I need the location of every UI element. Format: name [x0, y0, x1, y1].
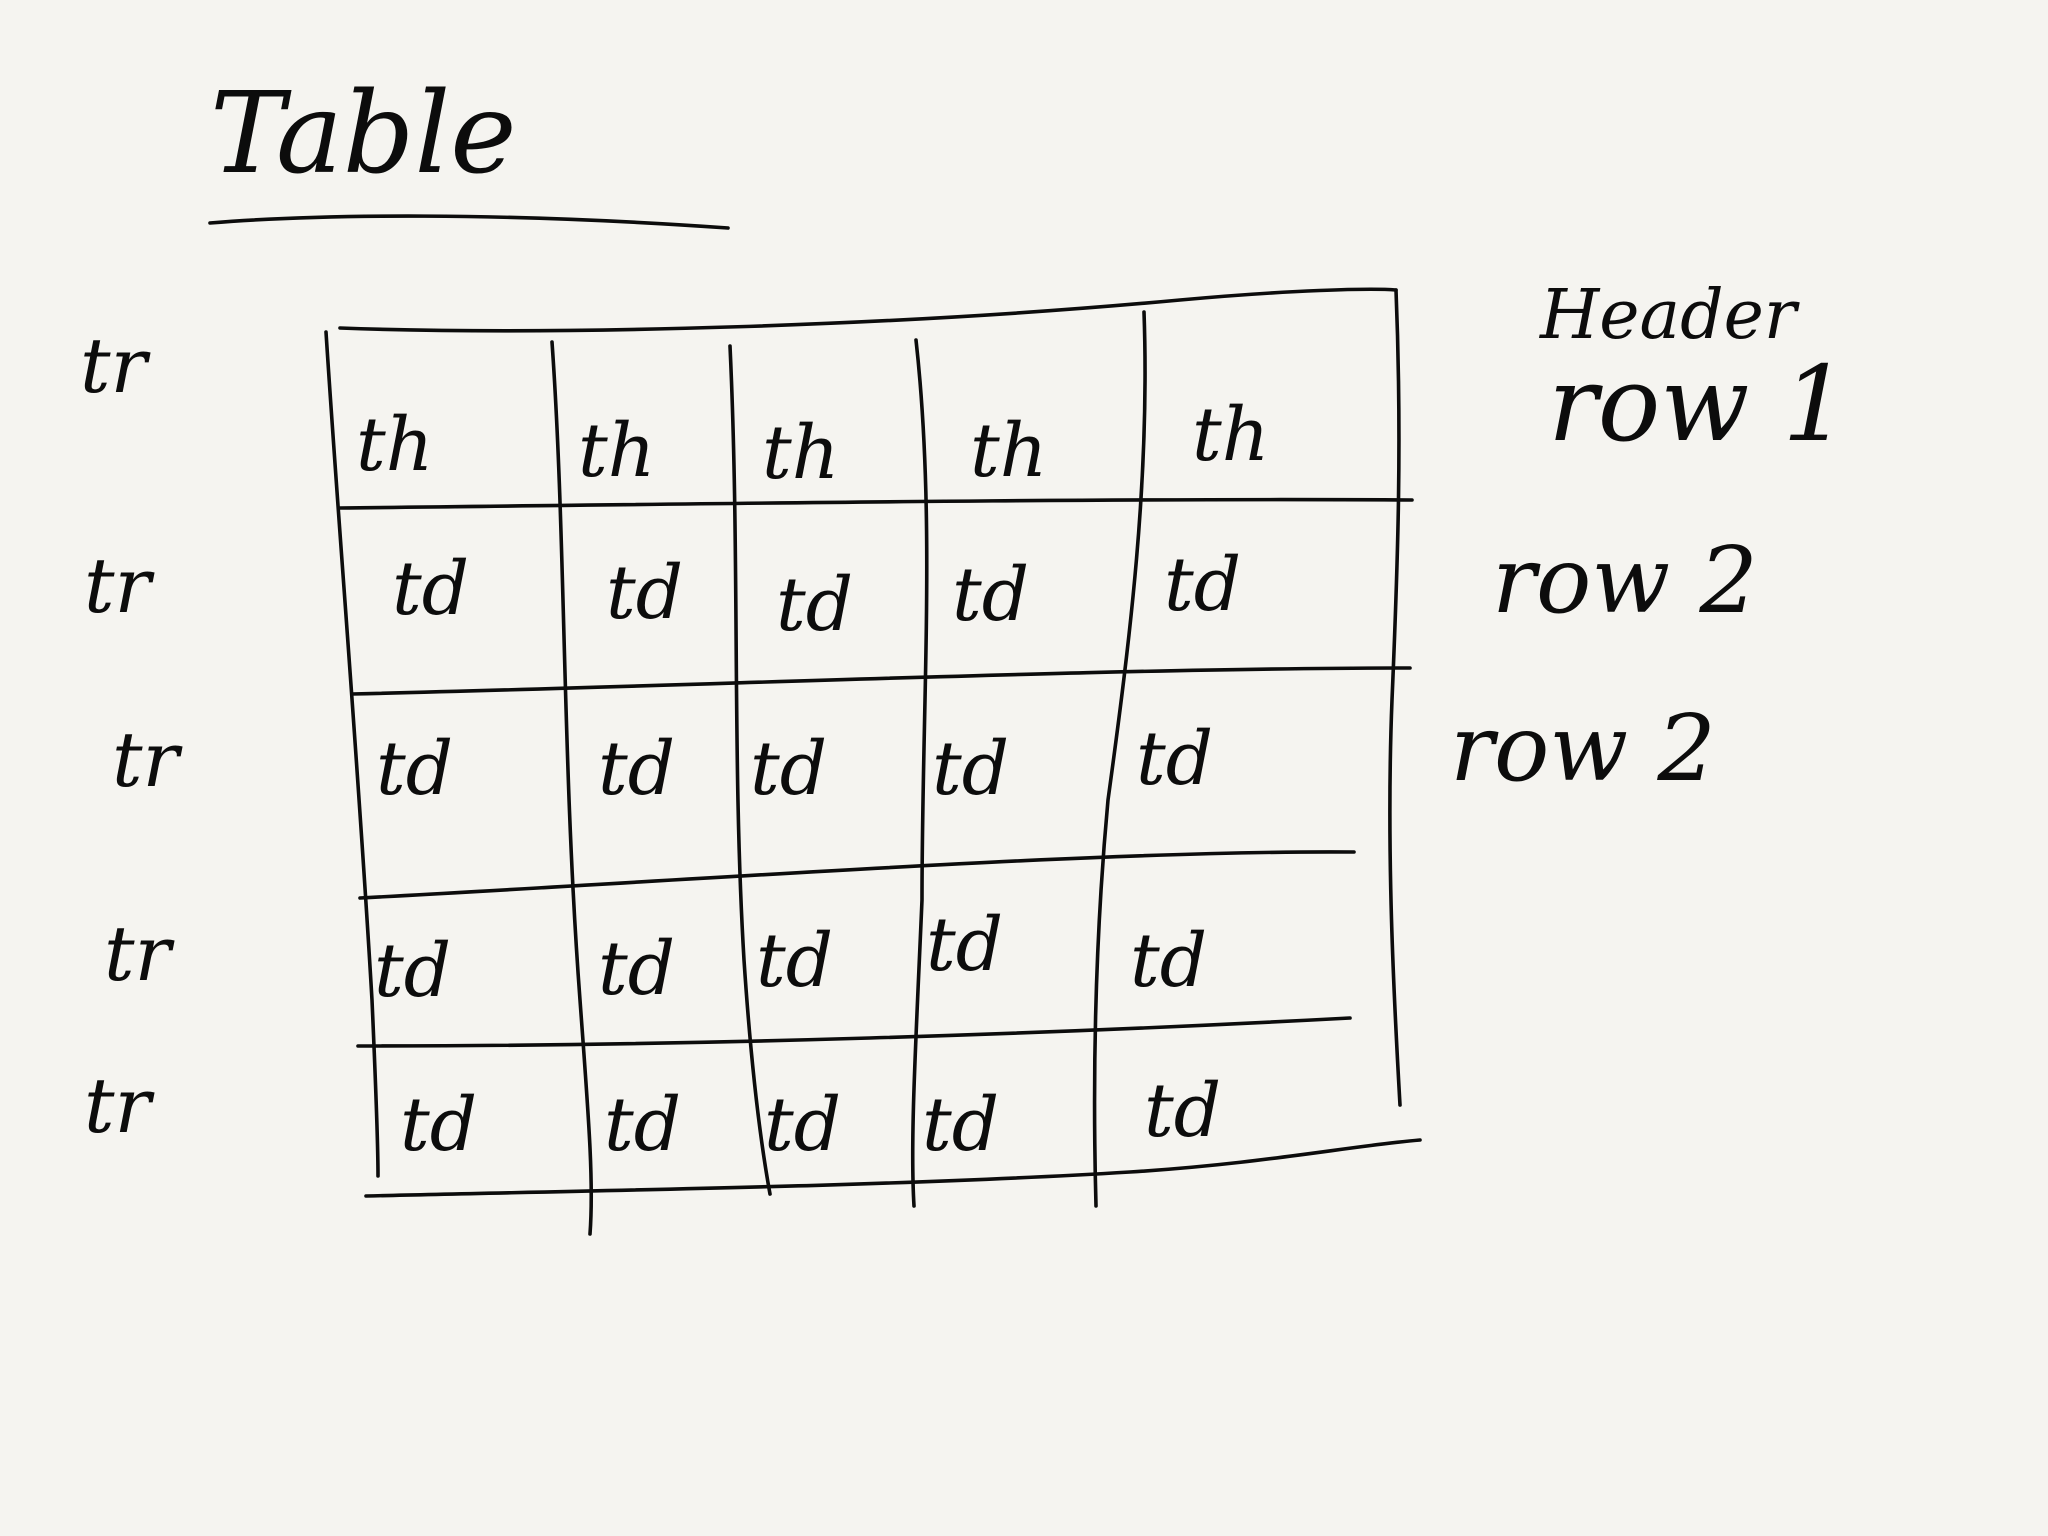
- data-cell: td: [1164, 542, 1241, 628]
- header-cell: th: [762, 410, 839, 496]
- data-cell: td: [604, 1082, 681, 1168]
- row-separator-1: [338, 497, 1414, 510]
- data-cell: td: [376, 726, 453, 812]
- data-cell: td: [606, 550, 683, 636]
- row-separator-2: [350, 666, 1412, 696]
- column-separator-1: [550, 340, 594, 1236]
- column-separator-2: [728, 344, 772, 1196]
- row-annotations: Header row 1 row 2 row 2: [1450, 276, 1849, 802]
- data-cell: td: [1130, 918, 1207, 1004]
- column-separator-3: [910, 338, 929, 1208]
- header-cell: th: [578, 408, 655, 494]
- data-cell: td: [392, 546, 469, 632]
- table-body-row: td td td td td: [400, 1068, 1221, 1168]
- data-cell: td: [922, 1082, 999, 1168]
- row-marker: tr: [104, 909, 176, 998]
- header-annotation: Header: [1538, 276, 1800, 355]
- row-marker: tr: [112, 715, 184, 804]
- data-cell: td: [756, 918, 833, 1004]
- header-cell: th: [970, 408, 1047, 494]
- table-frame: [324, 287, 1422, 1236]
- row-marker: tr: [80, 321, 152, 410]
- column-separator-4: [1092, 310, 1147, 1208]
- table-body-row: td td td td td: [374, 902, 1207, 1014]
- header-cell: th: [356, 402, 433, 488]
- data-cell: td: [952, 552, 1029, 638]
- title-underline: [208, 214, 730, 230]
- data-cell: td: [764, 1082, 841, 1168]
- data-cell: td: [374, 928, 451, 1014]
- table-right-border: [1388, 288, 1402, 1107]
- data-cell: td: [926, 902, 1003, 988]
- row-separator-3: [358, 850, 1356, 900]
- table-header-row: th th th th th: [356, 392, 1269, 496]
- table-body-row: td td td td td: [376, 716, 1213, 812]
- table-left-border: [324, 330, 380, 1178]
- data-cell: td: [598, 926, 675, 1012]
- data-cell: td: [932, 726, 1009, 812]
- table-top-border: [338, 287, 1398, 333]
- data-cell: td: [1136, 716, 1213, 802]
- row-1-annotation: row 1: [1548, 343, 1849, 465]
- table-body-row: td td td td td: [392, 542, 1241, 648]
- data-cell: td: [776, 562, 853, 648]
- header-cell: th: [1192, 392, 1269, 478]
- diagram-title: Table: [210, 69, 517, 199]
- data-cell: td: [1144, 1068, 1221, 1154]
- row-marker: tr: [84, 1061, 156, 1150]
- table-bottom-border: [364, 1138, 1422, 1198]
- row-markers: tr tr tr tr tr: [80, 321, 184, 1150]
- data-cell: td: [598, 726, 675, 812]
- row-2-annotation: row 2: [1492, 527, 1758, 634]
- data-cell: td: [750, 726, 827, 812]
- row-marker: tr: [84, 541, 156, 630]
- row-2-annotation: row 2: [1450, 695, 1716, 802]
- data-cell: td: [400, 1082, 477, 1168]
- row-separator-4: [356, 1016, 1352, 1048]
